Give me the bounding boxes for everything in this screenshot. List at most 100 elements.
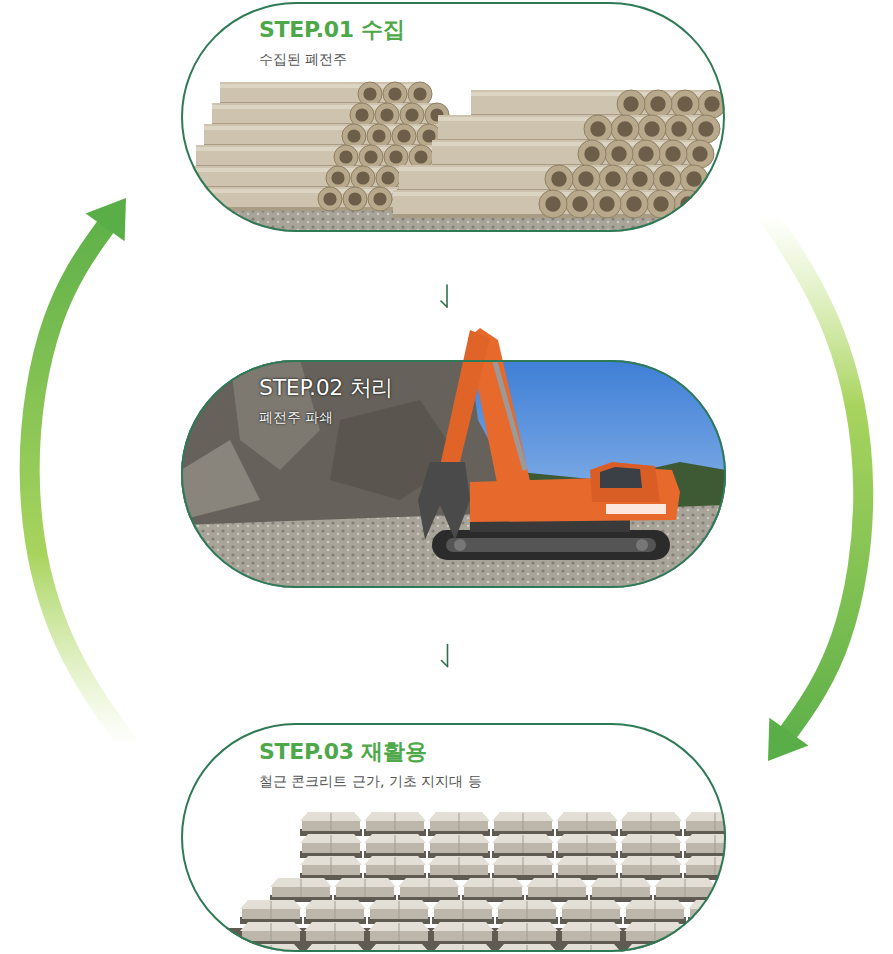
block-front xyxy=(720,887,726,897)
pipe xyxy=(220,82,382,106)
pipe-end xyxy=(376,166,400,190)
block-seam xyxy=(527,923,528,941)
pipe-body xyxy=(393,190,553,218)
pipe xyxy=(432,140,606,168)
concrete-block xyxy=(496,922,558,946)
block-seam xyxy=(523,813,524,831)
block-seam xyxy=(459,813,460,831)
concrete-block xyxy=(300,856,362,880)
block-shadow xyxy=(688,917,726,924)
block-seam xyxy=(459,857,460,875)
step-title: STEP.03 재활용 xyxy=(259,738,426,766)
concrete-block xyxy=(270,878,332,902)
block-seam xyxy=(271,945,272,952)
block-top xyxy=(684,812,726,821)
concrete-block xyxy=(624,922,686,946)
pipe-shine xyxy=(393,192,553,196)
pipe-end xyxy=(626,165,654,193)
pipe-hole xyxy=(650,96,665,111)
pipe-end xyxy=(343,187,367,211)
concrete-block xyxy=(300,834,362,858)
pipe-stack xyxy=(181,82,725,218)
block-top xyxy=(718,878,726,887)
pipe-hole xyxy=(389,150,402,163)
pipe-hole xyxy=(347,129,360,142)
rock-face xyxy=(181,440,260,520)
pipe-hole xyxy=(611,146,626,161)
block-seam xyxy=(685,879,686,897)
flow-arrow xyxy=(441,285,447,307)
block-seam xyxy=(463,923,464,941)
pipe-end xyxy=(665,115,693,143)
step-arrow-line xyxy=(447,645,449,667)
pipe-end xyxy=(408,82,432,106)
pipe-end xyxy=(632,140,660,168)
concrete-block xyxy=(496,900,558,924)
concrete-block xyxy=(624,944,686,952)
block-seam xyxy=(335,923,336,941)
concrete-block xyxy=(462,878,524,902)
block-seam xyxy=(429,879,430,897)
pipe-hole xyxy=(355,108,368,121)
block-seam xyxy=(557,879,558,897)
block-seam xyxy=(523,835,524,853)
pipe-body xyxy=(204,124,354,148)
pipe-body xyxy=(196,145,346,169)
pipe-end xyxy=(611,115,639,143)
pipe xyxy=(534,165,708,193)
pipe-end xyxy=(350,103,374,127)
track xyxy=(432,530,670,560)
block-seam xyxy=(459,835,460,853)
wheel xyxy=(636,539,648,551)
concrete-block xyxy=(620,856,682,880)
pipe xyxy=(528,190,702,218)
pipe-shine xyxy=(399,167,559,171)
block-seam xyxy=(715,857,716,875)
cycle-arrow-head xyxy=(86,198,126,241)
pipe-end xyxy=(599,165,627,193)
plate xyxy=(606,504,666,514)
block-seam xyxy=(523,857,524,875)
pipe-shine xyxy=(471,92,631,96)
concrete-block xyxy=(492,834,554,858)
block-seam xyxy=(655,901,656,919)
pipe-shine xyxy=(181,189,330,193)
pipe-end xyxy=(368,187,392,211)
crusher-photo xyxy=(181,360,726,588)
pipe-end xyxy=(318,187,342,211)
pipe-end xyxy=(342,124,366,148)
pipe-hole xyxy=(380,108,393,121)
pipe-end xyxy=(605,140,633,168)
pipe-hole xyxy=(599,196,614,211)
pipe xyxy=(212,103,374,127)
block-seam xyxy=(271,923,272,941)
pipe-hole xyxy=(626,196,641,211)
pipe-hole xyxy=(686,171,701,186)
pipe-hole xyxy=(677,96,692,111)
block-front xyxy=(690,931,726,941)
pipe-hole xyxy=(704,96,719,111)
pipe-hole xyxy=(671,121,686,136)
concrete-block xyxy=(368,900,430,924)
block-seam xyxy=(655,923,656,941)
concrete-block xyxy=(432,900,494,924)
block-seam xyxy=(651,857,652,875)
block-seam xyxy=(651,835,652,853)
step-arrow-head xyxy=(441,301,447,307)
pipe-end xyxy=(578,140,606,168)
block-seam xyxy=(719,923,720,941)
pipe-end xyxy=(638,115,666,143)
concrete-block xyxy=(364,834,426,858)
concrete-block xyxy=(688,944,726,952)
block-seam xyxy=(493,879,494,897)
pipe-end xyxy=(334,145,358,169)
block-seam xyxy=(331,813,332,831)
cylinder xyxy=(495,362,525,470)
block-seam xyxy=(587,857,588,875)
pipe-hole xyxy=(331,171,344,184)
pipe-hole xyxy=(584,146,599,161)
block-stack xyxy=(240,812,726,952)
concrete-block xyxy=(300,812,362,836)
